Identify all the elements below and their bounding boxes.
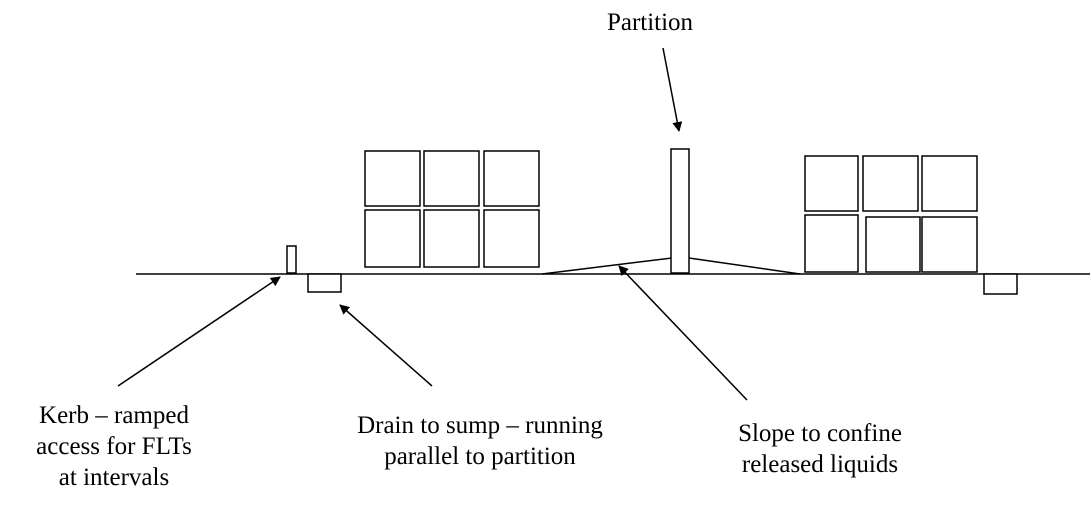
drain-right — [983, 273, 1018, 295]
pallet-box — [921, 216, 978, 273]
pallet-box — [921, 155, 978, 212]
partition-label-line: Partition — [606, 9, 694, 36]
pallet-box — [364, 150, 421, 207]
kerb-label-line: access for FLTs — [36, 433, 192, 460]
slope-label: Slope to confine released liquids — [690, 418, 950, 480]
pallet-stack-left — [364, 150, 540, 268]
kerb — [286, 245, 297, 274]
kerb-label-line: Kerb – ramped — [39, 402, 189, 429]
pallet-box — [364, 209, 421, 268]
pallet-box — [483, 209, 540, 268]
pallet-stack-right — [804, 155, 978, 273]
pallet-box — [804, 155, 859, 212]
slope-label-line: Slope to confine — [738, 420, 902, 447]
partition-wall — [670, 148, 690, 274]
pallet-box — [483, 150, 540, 207]
pallet-box — [804, 214, 859, 273]
arrow-partition — [662, 47, 683, 132]
arrow-slope — [618, 265, 748, 401]
pallet-box — [862, 155, 919, 212]
pallet-box — [423, 150, 480, 207]
kerb-label-line: at intervals — [58, 464, 170, 491]
drain-left — [307, 273, 342, 293]
kerb-label: Kerb – ramped access for FLTs at interva… — [0, 400, 228, 493]
arrow-drain — [339, 304, 433, 387]
drain-label: Drain to sump – running parallel to part… — [300, 410, 660, 472]
pallet-box — [423, 209, 480, 268]
partition-label: Partition — [560, 7, 740, 38]
pallet-box — [865, 216, 921, 273]
slope-label-line: released liquids — [741, 451, 899, 478]
drain-label-line: Drain to sump – running — [357, 412, 603, 439]
drain-label-line: parallel to partition — [384, 443, 576, 470]
arrow-kerb — [117, 276, 281, 387]
